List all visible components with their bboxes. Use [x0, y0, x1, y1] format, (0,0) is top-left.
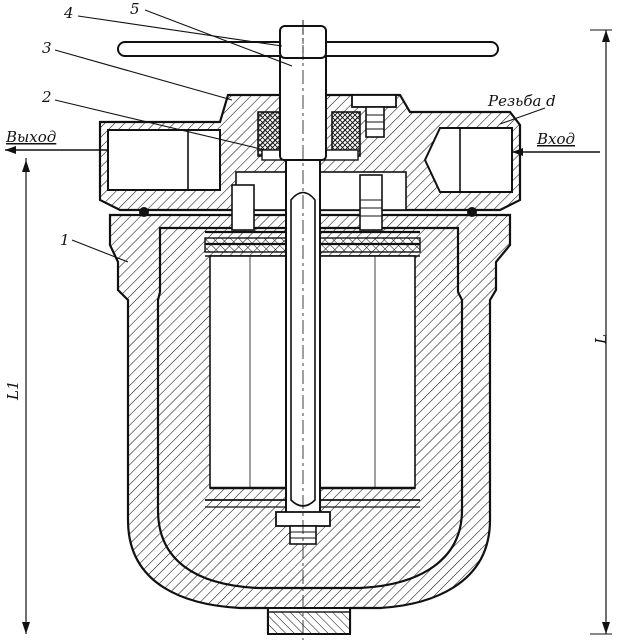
callout-part-1: 1	[60, 231, 70, 249]
callout-part-4: 4	[63, 4, 74, 22]
thread-label: Резьба d	[487, 92, 556, 110]
cover-plug	[351, 94, 397, 138]
callout-part-5: 5	[130, 0, 140, 18]
inlet-label: Вход	[536, 130, 575, 148]
central-shaft	[275, 29, 331, 545]
dimension-total-height	[590, 29, 612, 635]
callout-part-2: 2	[41, 88, 52, 106]
cover-bolts	[139, 174, 477, 231]
t-handle	[117, 20, 499, 60]
dimension-total-label: L	[592, 334, 610, 345]
dimension-lower-label: L1	[4, 380, 22, 401]
outlet-label: Выход	[5, 128, 56, 146]
dimension-lower-height	[22, 158, 30, 634]
flow-arrows	[5, 146, 600, 156]
leader-lines	[54, 9, 546, 263]
callout-part-3: 3	[42, 39, 52, 57]
